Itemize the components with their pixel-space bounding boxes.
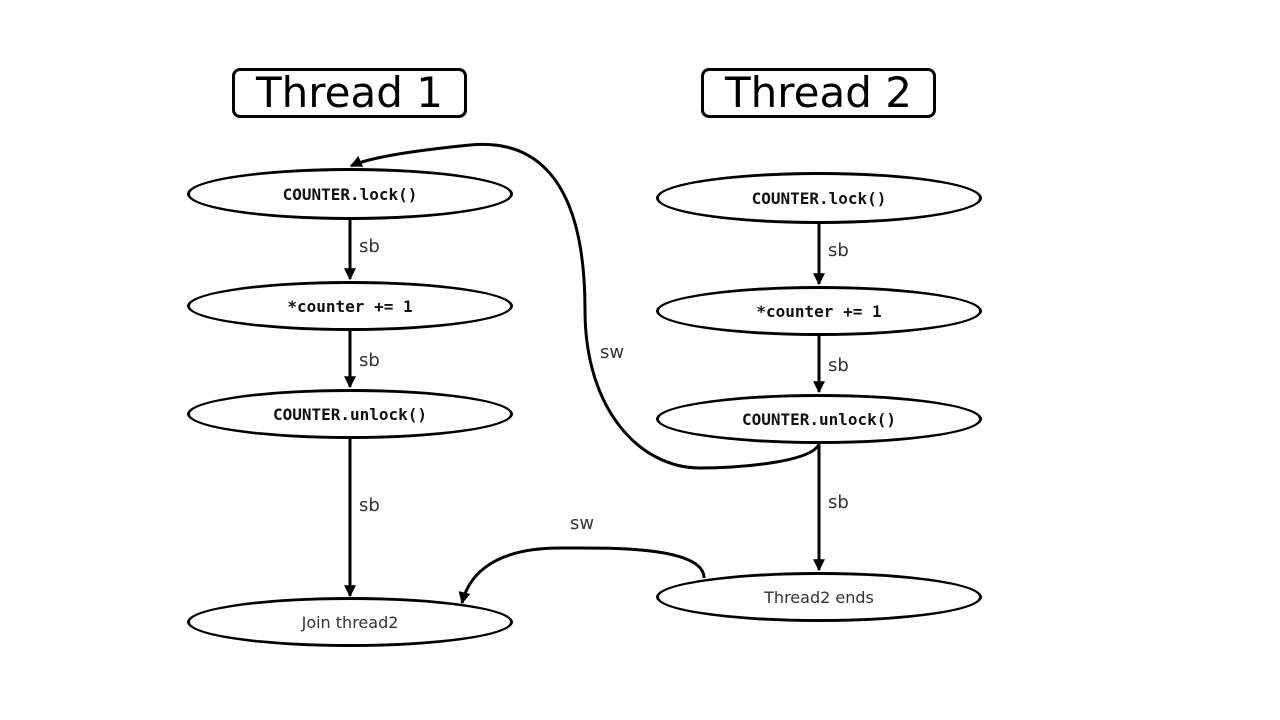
t2-node-unlock: COUNTER.unlock() <box>656 394 982 444</box>
t2-node-increment: *counter += 1 <box>656 286 982 336</box>
t2-label-sb-2: sb <box>828 355 849 376</box>
sw-edge-unlock-to-lock <box>349 142 821 470</box>
t1-label-sb-3: sb <box>359 495 380 516</box>
t2-label-sb-3: sb <box>828 492 849 513</box>
sw-edge-ends-to-join <box>458 546 706 605</box>
t1-node-join: Join thread2 <box>187 597 513 647</box>
t1-node-lock: COUNTER.lock() <box>187 168 513 220</box>
t2-node-ends: Thread2 ends <box>656 572 982 622</box>
t1-label-sb-2: sb <box>359 350 380 371</box>
t2-label-sb-1: sb <box>828 240 849 261</box>
sw-label-ends-to-join: sw <box>570 513 595 534</box>
thread-2-title: Thread 2 <box>701 68 936 118</box>
t1-node-increment: *counter += 1 <box>187 281 513 331</box>
sw-label-unlock-to-lock: sw <box>600 342 625 363</box>
thread-1-title: Thread 1 <box>232 68 467 118</box>
t1-node-unlock: COUNTER.unlock() <box>187 389 513 439</box>
t2-node-lock: COUNTER.lock() <box>656 172 982 224</box>
t1-label-sb-1: sb <box>359 236 380 257</box>
